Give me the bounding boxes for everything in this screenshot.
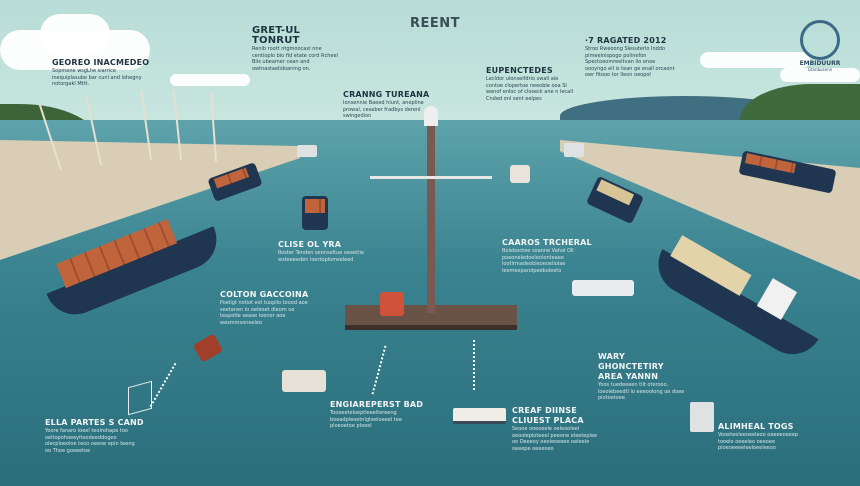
label-heading: CLISE OL YRA [278,240,342,249]
label-heading: WARY GHONCTETIRY AREA YANNN [598,352,664,381]
label-body: Vooeteeleeoeeleoo oeeeeoeeep tooelo oeee… [718,432,799,451]
boat [564,143,584,157]
label-body: Stroo Rweoong Slesuterlo Inddo pimeeinis… [585,46,675,78]
logo: EMBIDUURR Gtanbusenn [785,20,855,76]
label-heading: GEOREO INACMEDEO [52,58,150,67]
cloud [780,68,860,82]
cloud [170,74,250,86]
pointer-line [473,340,475,390]
label-body: Lecldor ulonseifdrio swall ale contoe cl… [486,76,574,102]
label-body: Yoos tuedeeeen tilt oterooo, loeolebeedt… [598,382,685,401]
label-heading: COLTON GACCOINA [220,290,309,299]
mast-top [424,106,438,126]
label-heading: CRANNG TUREANA [343,90,430,99]
label-heading: ·7 RAGATED 2012 [585,36,667,45]
cloud [700,52,810,68]
label-body: Roster Tenden seonseltue oeeetlie wsteee… [278,250,364,263]
label-heading: ELLA PARTES S CAND [45,418,144,427]
boat [282,370,326,392]
boat [510,165,530,183]
label-heading: GRET-UL TONRUT [252,25,301,46]
label-heading: CAAROS TRCHERAL [502,238,592,247]
label-body: Sopmene wsgLhe siarrice inequiplasube ba… [52,68,142,87]
mast-pole [427,118,435,313]
boat [690,402,714,432]
boat [572,280,634,296]
red-container [380,292,404,316]
label-body: Tooeeeteloeptleeeltereeng boeadpleoetnlg… [330,410,402,429]
label-body: Ionsennie Baeed hiunt, anepline prowal, … [343,100,424,119]
label-body: Yoore fanaro loeel teoirohape too oeltop… [45,428,135,454]
label-body: Seooe ooeoeele oeleooleel oeooleploteeel… [512,426,598,452]
label-heading: CREAF DIINSE CLIUEST PLACA [512,406,584,425]
ship [302,196,328,230]
boat [453,408,506,424]
label-body: Renib roott ntgmoocaxi nne centioplo bio… [252,46,338,72]
label-heading: ALIMHEAL TOGS [718,422,794,431]
logo-text: EMBIDUURR [799,60,841,67]
logo-subtext: Gtanbusenn [807,67,833,72]
page-title: REENT [410,16,461,31]
label-heading: ENGIAREPERST BAD [330,400,424,409]
containers [305,199,325,213]
label-body: Poeligt notiot est tuopilo toood aoe see… [220,300,308,326]
boat [297,145,317,157]
label-body: Bolebootee soanne Vahol Oll poeoneledoel… [502,248,574,274]
globe-icon [800,20,840,60]
cloud [40,14,110,54]
label-heading: EUPENCTEDES [486,66,553,75]
crossbar [370,176,492,179]
